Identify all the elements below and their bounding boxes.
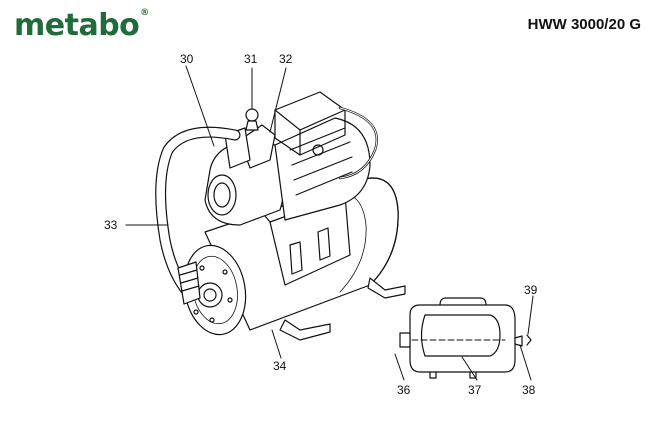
callout-38: 38 bbox=[522, 383, 536, 397]
membrane-assembly bbox=[399, 297, 532, 379]
registered-mark: ® bbox=[140, 8, 149, 18]
power-cable bbox=[338, 106, 378, 180]
leader-lines bbox=[125, 65, 534, 381]
flexible-hose bbox=[155, 126, 241, 305]
brand-logo: metabo® bbox=[14, 8, 149, 43]
callout-36: 36 bbox=[397, 383, 411, 397]
callout-34: 34 bbox=[273, 359, 287, 373]
pump-motor bbox=[274, 91, 371, 221]
model-title: HWW 3000/20 G bbox=[527, 16, 641, 33]
callout-31: 31 bbox=[244, 52, 258, 66]
callout-37: 37 bbox=[468, 383, 482, 397]
callout-33: 33 bbox=[104, 218, 118, 232]
callout-39: 39 bbox=[524, 283, 538, 297]
tank-feet bbox=[279, 277, 406, 341]
callout-30: 30 bbox=[180, 52, 194, 66]
logo-text: metabo bbox=[14, 8, 140, 43]
callout-32: 32 bbox=[279, 52, 293, 66]
pump-head bbox=[204, 108, 285, 226]
